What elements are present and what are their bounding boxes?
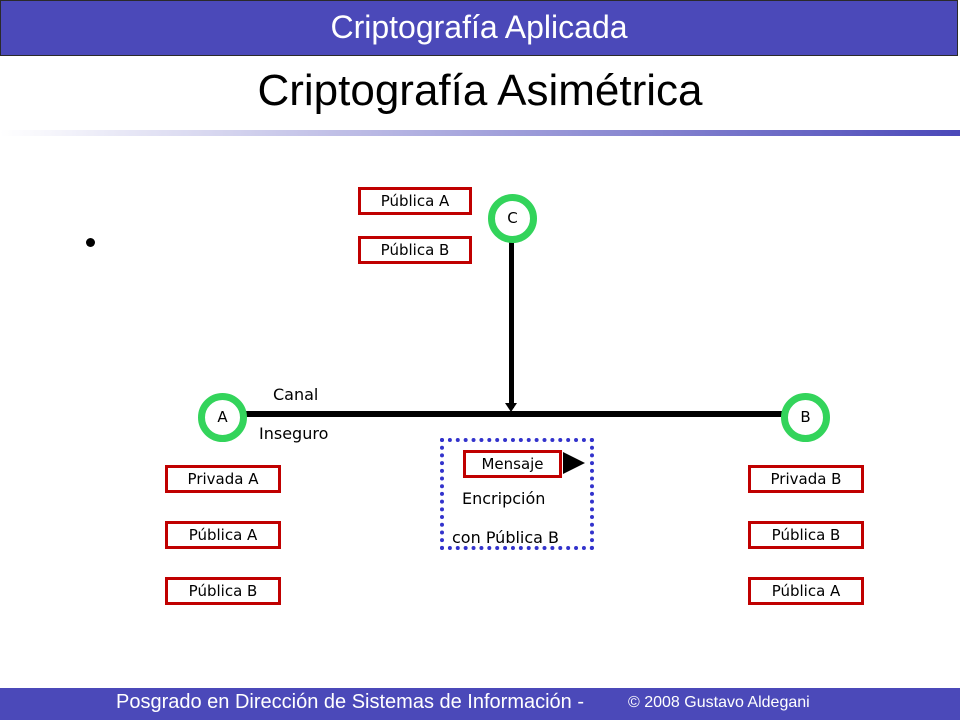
encryption-box — [440, 438, 594, 550]
node-c: C — [488, 194, 537, 243]
encryption-label-line1: Encripción — [462, 489, 546, 508]
node-a: A — [198, 393, 247, 442]
a-key-public-b: Pública B — [165, 577, 281, 605]
message-box: Mensaje — [463, 450, 562, 478]
b-key-public-b: Pública B — [748, 521, 864, 549]
title-divider — [0, 130, 960, 136]
footer-text: Posgrado en Dirección de Sistemas de Inf… — [116, 691, 585, 713]
encryption-label-line2: con Pública B — [452, 528, 560, 547]
bullet-point — [86, 238, 95, 247]
b-key-private-b: Privada B — [748, 465, 864, 493]
channel-c-wire — [509, 240, 514, 408]
slide-title: Criptografía Asimétrica — [257, 66, 703, 115]
insecure-channel-wire — [240, 411, 810, 417]
play-arrow-icon — [563, 452, 585, 474]
channel-label-line2: Inseguro — [259, 424, 329, 443]
a-key-private-a: Privada A — [165, 465, 281, 493]
footer-band: Posgrado en Dirección de Sistemas de Inf… — [0, 688, 960, 720]
c-key-public-a: Pública A — [358, 187, 472, 215]
course-title: Criptografía Aplicada — [330, 9, 628, 45]
footer-copyright: © 2008 Gustavo Aldegani — [628, 694, 810, 711]
header-band: Criptografía Aplicada — [0, 0, 958, 56]
arrow-down-icon — [505, 403, 517, 412]
a-key-public-a: Pública A — [165, 521, 281, 549]
c-key-public-b: Pública B — [358, 236, 472, 264]
node-b: B — [781, 393, 830, 442]
b-key-public-a: Pública A — [748, 577, 864, 605]
channel-label-line1: Canal — [273, 385, 319, 404]
